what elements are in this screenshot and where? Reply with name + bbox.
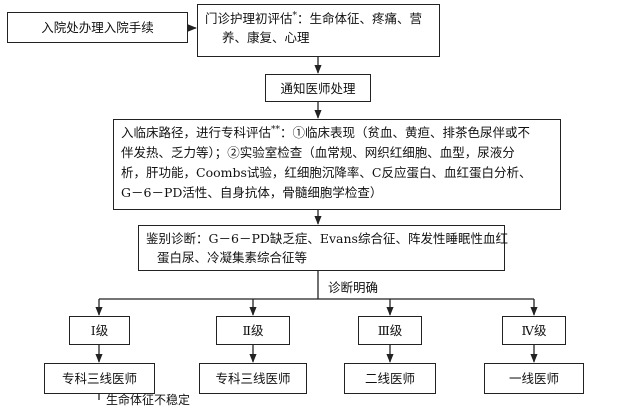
notify-doctor-text: 通知医师处理 bbox=[280, 80, 356, 96]
pathway-line-3: 析，肝功能，Coombs试验，红细胞沉降率、C反应蛋白、血红蛋白分析、 bbox=[121, 165, 532, 180]
differential-line-2: 蛋白尿、冷凝集素综合征等 bbox=[157, 250, 308, 265]
outpatient-body-1: ：生命体征、疼痛、营 bbox=[297, 11, 423, 26]
level-2-doctor-text: 专科三线医师 bbox=[215, 371, 291, 386]
level-4-doctor-text: 一线医师 bbox=[508, 371, 559, 386]
outpatient-line-1: 门诊护理初评估*：生命体征、疼痛、营 bbox=[205, 9, 433, 28]
level-2-doctor-box: 专科三线医师 bbox=[199, 363, 307, 394]
level-4-doctor-box: 一线医师 bbox=[484, 363, 584, 394]
level-4-text: Ⅳ级 bbox=[521, 323, 547, 338]
level-1-box: Ⅰ级 bbox=[69, 316, 130, 345]
level-1-text: Ⅰ级 bbox=[90, 323, 109, 338]
notify-doctor-box: 通知医师处理 bbox=[265, 74, 371, 102]
pathway-mark: ** bbox=[271, 124, 281, 135]
level-1-doctor-text: 专科三线医师 bbox=[61, 371, 137, 386]
outpatient-body-2: 养、康复、心理 bbox=[222, 30, 310, 45]
level-3-box: Ⅲ级 bbox=[358, 316, 422, 345]
level-2-box: Ⅱ级 bbox=[216, 316, 290, 345]
level-1-doctor-box: 专科三线医师 bbox=[44, 363, 155, 394]
pathway-lead: 入临床路径，进行专科评估 bbox=[121, 125, 272, 140]
level-3-doctor-box: 二线医师 bbox=[344, 363, 436, 394]
level-3-doctor-text: 二线医师 bbox=[364, 371, 415, 386]
admission-text: 入院处办理入院手续 bbox=[41, 20, 154, 35]
level-3-text: Ⅲ级 bbox=[377, 323, 403, 338]
diagnosis-confirmed-label: 诊断明确 bbox=[328, 280, 379, 295]
outpatient-lead: 门诊护理初评估 bbox=[205, 11, 293, 26]
pathway-line-2: 伴发热、乏力等）；②实验室检查（血常规、网织红细胞、血型，尿液分 bbox=[121, 145, 515, 160]
outpatient-assessment-box: 门诊护理初评估*：生命体征、疼痛、营 养、康复、心理 bbox=[197, 4, 440, 57]
bottom-note: 生命体征不稳定 bbox=[106, 393, 191, 407]
differential-line-1: 鉴别诊断：G－6－PD缺乏症、Evans综合征、阵发性睡眠性血红 bbox=[146, 231, 508, 246]
pathway-line-4: G－6－PD活性、自身抗体，骨髓细胞学检查） bbox=[121, 185, 383, 200]
admission-box: 入院处办理入院手续 bbox=[7, 12, 188, 43]
outpatient-mark: * bbox=[292, 10, 298, 21]
clinical-pathway-box: 入临床路径，进行专科评估**：①临床表现（贫血、黄疸、排茶色尿伴或不 伴发热、乏… bbox=[113, 119, 561, 210]
differential-diagnosis-box: 鉴别诊断：G－6－PD缺乏症、Evans综合征、阵发性睡眠性血红 蛋白尿、冷凝集… bbox=[138, 225, 508, 271]
level-4-box: Ⅳ级 bbox=[502, 316, 566, 345]
level-2-text: Ⅱ级 bbox=[242, 323, 264, 338]
pathway-line-1-text: ：①临床表现（贫血、黄疸、排茶色尿伴或不 bbox=[280, 125, 531, 140]
pathway-line-1: 入临床路径，进行专科评估**：①临床表现（贫血、黄疸、排茶色尿伴或不 bbox=[121, 123, 554, 143]
